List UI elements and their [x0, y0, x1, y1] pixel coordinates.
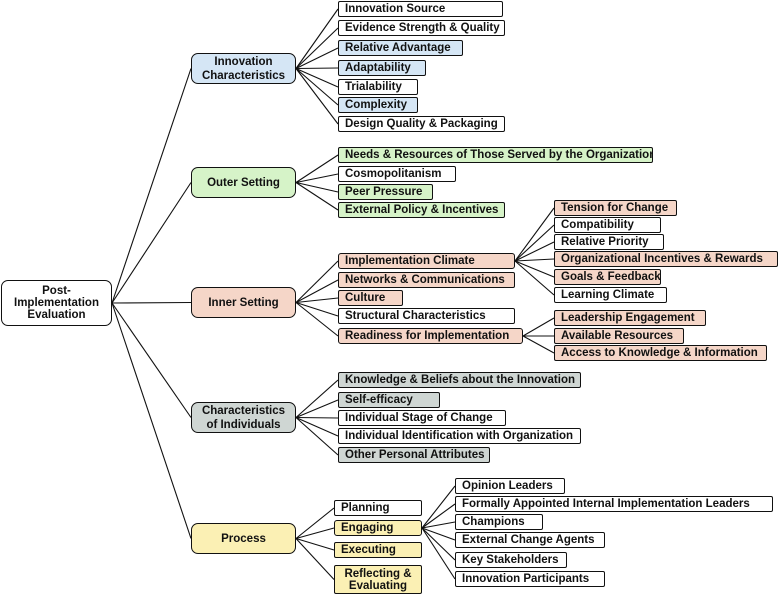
- leaf-trialability: Trialability: [338, 79, 418, 95]
- leaf-innovation-participants: Innovation Participants: [455, 571, 605, 587]
- link-engaging-to-champions: [421, 521, 456, 529]
- cat-process: Process: [191, 523, 296, 554]
- link-inner-setting-to-structural-characteristics: [295, 301, 339, 317]
- cat-innovation-characteristics: Innovation Characteristics: [191, 53, 296, 84]
- link-root-to-innovation-characteristics: [111, 68, 192, 304]
- leaf-formally-appointed-internal-implementation-leaders: Formally Appointed Internal Implementati…: [455, 496, 773, 512]
- leaf-peer-pressure: Peer Pressure: [338, 184, 433, 200]
- leaf-key-stakeholders: Key Stakeholders: [455, 552, 567, 568]
- link-implementation-climate-to-learning-climate: [514, 260, 555, 296]
- leaf-individual-identification-with-organization: Individual Identification with Organizat…: [338, 428, 581, 444]
- link-engaging-to-opinion-leaders: [421, 485, 456, 529]
- link-engaging-to-key-stakeholders: [421, 527, 456, 561]
- leaf-planning: Planning: [334, 500, 422, 516]
- link-characteristics-of-individuals-to-self-efficacy: [295, 399, 339, 419]
- link-innovation-characteristics-to-trialability: [295, 67, 339, 88]
- link-innovation-characteristics-to-complexity: [295, 68, 339, 106]
- root-node: Post-Implementation Evaluation: [1, 280, 112, 326]
- leaf-needs-and-resources-of-those-served-by-the-organization: Needs & Resources of Those Served by the…: [338, 147, 653, 163]
- link-implementation-climate-to-tension-for-change: [514, 207, 555, 262]
- cat-characteristics-of-individuals: Characteristics of Individuals: [191, 402, 296, 433]
- leaf-reflecting-and-evaluating: Reflecting & Evaluating: [334, 565, 422, 594]
- leaf-innovation-source: Innovation Source: [338, 1, 503, 17]
- leaf-compatibility: Compatibility: [554, 217, 661, 233]
- leaf-external-change-agents: External Change Agents: [455, 532, 605, 548]
- leaf-external-policy-and-incentives: External Policy & Incentives: [338, 202, 505, 218]
- link-implementation-climate-to-organizational-incentives-and-rewards: [514, 258, 555, 262]
- link-innovation-characteristics-to-relative-advantage: [295, 47, 339, 69]
- leaf-cosmopolitanism: Cosmopolitanism: [338, 166, 456, 182]
- link-root-to-inner-setting: [111, 301, 192, 304]
- link-outer-setting-to-peer-pressure: [295, 181, 339, 193]
- leaf-goals-and-feedback: Goals & Feedback: [554, 269, 661, 285]
- leaf-culture: Culture: [338, 290, 403, 306]
- leaf-networks-and-communications: Networks & Communications: [338, 272, 515, 288]
- link-process-to-planning: [295, 507, 335, 539]
- link-process-to-reflecting-and-evaluating: [295, 538, 335, 580]
- link-implementation-climate-to-goals-and-feedback: [514, 260, 555, 278]
- leaf-complexity: Complexity: [338, 97, 418, 113]
- leaf-evidence-strength-and-quality: Evidence Strength & Quality: [338, 20, 505, 36]
- leaf-access-to-knowledge-and-information: Access to Knowledge & Information: [554, 345, 767, 361]
- link-innovation-characteristics-to-innovation-source: [295, 8, 339, 69]
- link-process-to-executing: [295, 537, 335, 551]
- link-inner-setting-to-implementation-climate: [295, 260, 339, 303]
- sub-implementation-climate: Implementation Climate: [338, 253, 515, 269]
- link-outer-setting-to-cosmopolitanism: [295, 173, 339, 184]
- link-characteristics-of-individuals-to-individual-stage-of-change: [295, 416, 339, 419]
- leaf-design-quality-and-packaging: Design Quality & Packaging: [338, 116, 505, 132]
- link-outer-setting-to-needs-and-resources-of-those-served-by-the-organization: [295, 154, 339, 183]
- link-characteristics-of-individuals-to-knowledge-and-beliefs-about-the-innovation: [295, 379, 339, 418]
- leaf-organizational-incentives-and-rewards: Organizational Incentives & Rewards: [554, 251, 778, 267]
- link-root-to-characteristics-of-individuals: [111, 302, 192, 418]
- link-innovation-characteristics-to-adaptability: [295, 67, 339, 70]
- leaf-structural-characteristics: Structural Characteristics: [338, 308, 515, 324]
- link-inner-setting-to-culture: [295, 297, 339, 304]
- leaf-self-efficacy: Self-efficacy: [338, 392, 440, 408]
- link-engaging-to-formally-appointed-internal-implementation-leaders: [421, 503, 456, 529]
- link-readiness-for-implementation-to-leadership-engagement: [522, 317, 555, 337]
- link-engaging-to-external-change-agents: [421, 527, 456, 541]
- leaf-adaptability: Adaptability: [338, 60, 426, 76]
- cat-outer-setting: Outer Setting: [191, 167, 296, 198]
- leaf-individual-stage-of-change: Individual Stage of Change: [338, 410, 506, 426]
- link-outer-setting-to-external-policy-and-incentives: [295, 182, 339, 211]
- leaf-champions: Champions: [455, 514, 543, 530]
- link-process-to-engaging: [295, 527, 335, 540]
- link-innovation-characteristics-to-design-quality-and-packaging: [295, 68, 339, 125]
- sub-readiness-for-implementation: Readiness for Implementation: [338, 328, 523, 344]
- link-root-to-process: [111, 302, 192, 539]
- leaf-tension-for-change: Tension for Change: [554, 200, 677, 216]
- link-inner-setting-to-readiness-for-implementation: [295, 302, 339, 337]
- leaf-available-resources: Available Resources: [554, 328, 684, 344]
- leaf-other-personal-attributes: Other Personal Attributes: [338, 447, 490, 463]
- leaf-knowledge-and-beliefs-about-the-innovation: Knowledge & Beliefs about the Innovation: [338, 372, 581, 388]
- sub-engaging: Engaging: [334, 520, 422, 536]
- link-characteristics-of-individuals-to-other-personal-attributes: [295, 417, 339, 456]
- link-engaging-to-innovation-participants: [421, 527, 456, 580]
- leaf-opinion-leaders: Opinion Leaders: [455, 478, 565, 494]
- link-readiness-for-implementation-to-access-to-knowledge-and-information: [522, 335, 555, 354]
- cat-inner-setting: Inner Setting: [191, 287, 296, 318]
- leaf-relative-advantage: Relative Advantage: [338, 40, 463, 56]
- leaf-executing: Executing: [334, 542, 422, 558]
- link-inner-setting-to-networks-and-communications: [295, 279, 339, 303]
- leaf-leadership-engagement: Leadership Engagement: [554, 310, 706, 326]
- leaf-relative-priority: Relative Priority: [554, 234, 664, 250]
- link-root-to-outer-setting: [111, 182, 192, 304]
- link-implementation-climate-to-compatibility: [514, 224, 555, 262]
- leaf-learning-climate: Learning Climate: [554, 287, 667, 303]
- link-innovation-characteristics-to-evidence-strength-and-quality: [295, 27, 339, 69]
- link-characteristics-of-individuals-to-individual-identification-with-organization: [295, 416, 339, 437]
- link-implementation-climate-to-relative-priority: [514, 241, 555, 262]
